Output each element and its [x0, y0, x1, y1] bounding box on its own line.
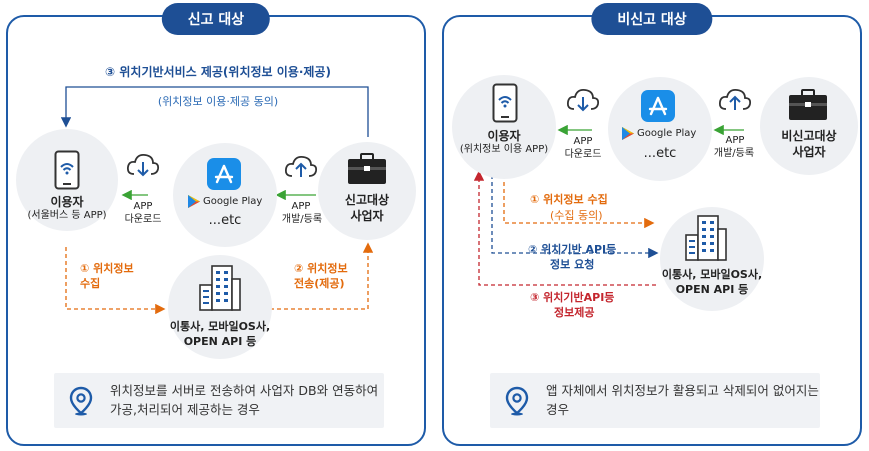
business-label-1: 신고대상 [344, 193, 390, 207]
telco-label-2: OPEN API 등 [675, 283, 749, 296]
register-label-1: APP [725, 135, 745, 146]
download-label-1: APP [573, 136, 593, 147]
description-box: 위치정보를 서버로 전송하여 사업자 DB와 연동하여 가공,처리되어 제공하는… [54, 373, 384, 428]
store-etc-label: ...etc [208, 213, 242, 228]
telco-label-1: 이통사, 모바일OS사, [169, 320, 271, 333]
register-label-1: APP [291, 201, 311, 212]
smartphone-icon [54, 150, 80, 190]
download-label-1: APP [133, 201, 153, 212]
smartphone-icon [492, 83, 518, 123]
cloud-upload-icon [718, 88, 752, 110]
step2-label-1: ② 위치기반 API등 [528, 243, 617, 256]
building-icon [199, 265, 241, 311]
download-label-2: 다운로드 [124, 214, 162, 225]
google-play-icon [622, 127, 634, 140]
user-label: 이용자 [50, 195, 84, 209]
telco-label-2: OPEN API 등 [183, 335, 257, 348]
download-label-2: 다운로드 [564, 149, 602, 160]
step2-label-2: 전송(제공) [294, 277, 345, 290]
store-etc-label: ...etc [643, 146, 677, 161]
non-reportable-panel: 비신고 대상 이용자 (위치정보 이용 APP) APP 다운로드 [442, 3, 862, 446]
reportable-panel: 신고 대상 ③ 위치기반서비스 제공(위치정보 이용·제공) (위치정보 이용·… [6, 3, 426, 446]
telco-label-1: 이통사, 모바일OS사, [661, 268, 763, 281]
description-text: 위치정보를 서버로 전송하여 사업자 DB와 연동하여 가공,처리되어 제공하는… [110, 383, 379, 417]
description-text: 앱 자체에서 위치정보가 활용되고 삭제되어 없어지는 경우 [546, 383, 819, 417]
provide-consent-label: (위치정보 이용·제공 동의) [157, 95, 279, 108]
building-icon [685, 215, 727, 261]
app-store-icon [207, 158, 241, 190]
user-sub-label: (위치정보 이용 APP) [459, 144, 549, 155]
briefcase-icon [789, 89, 827, 120]
google-play-label: Google Play [203, 196, 263, 207]
panel-title: 신고 대상 [161, 3, 271, 35]
register-label-2: 개발/등록 [713, 148, 755, 159]
step2-label-2: 정보 요청 [550, 258, 595, 271]
cloud-download-icon [126, 153, 160, 177]
business-node [318, 142, 416, 240]
location-pin-icon [69, 386, 93, 415]
app-store-icon [641, 90, 675, 122]
step1-label-1: ① 위치정보 [80, 262, 134, 275]
cloud-download-icon [566, 88, 600, 112]
step2-label-1: ② 위치정보 [294, 262, 348, 275]
briefcase-icon [348, 153, 386, 184]
step1-label-2: 수집 [80, 277, 101, 290]
google-play-icon [188, 195, 200, 208]
user-label: 이용자 [487, 129, 521, 143]
description-box: 앱 자체에서 위치정보가 활용되고 삭제되어 없어지는 경우 [490, 373, 820, 428]
business-label-2: 사업자 [350, 209, 384, 223]
cloud-upload-icon [284, 155, 318, 177]
step3-label-1: ③ 위치기반API등 [530, 291, 615, 304]
business-label-2: 사업자 [792, 145, 826, 159]
user-sub-label: (서울버스 등 APP) [27, 210, 107, 221]
location-pin-icon [505, 386, 529, 415]
step1-label: ① 위치정보 수집 [530, 193, 608, 206]
business-label-1: 비신고대상 [781, 129, 837, 143]
register-label-2: 개발/등록 [281, 214, 323, 225]
google-play-label: Google Play [637, 128, 697, 139]
step3-label-2: 정보제공 [554, 306, 595, 319]
business-node [760, 77, 858, 175]
panel-title: 비신고 대상 [591, 3, 713, 35]
provide-service-label: ③ 위치기반서비스 제공(위치정보 이용·제공) [105, 65, 331, 79]
step1-sub-label: (수집 동의) [550, 209, 603, 222]
